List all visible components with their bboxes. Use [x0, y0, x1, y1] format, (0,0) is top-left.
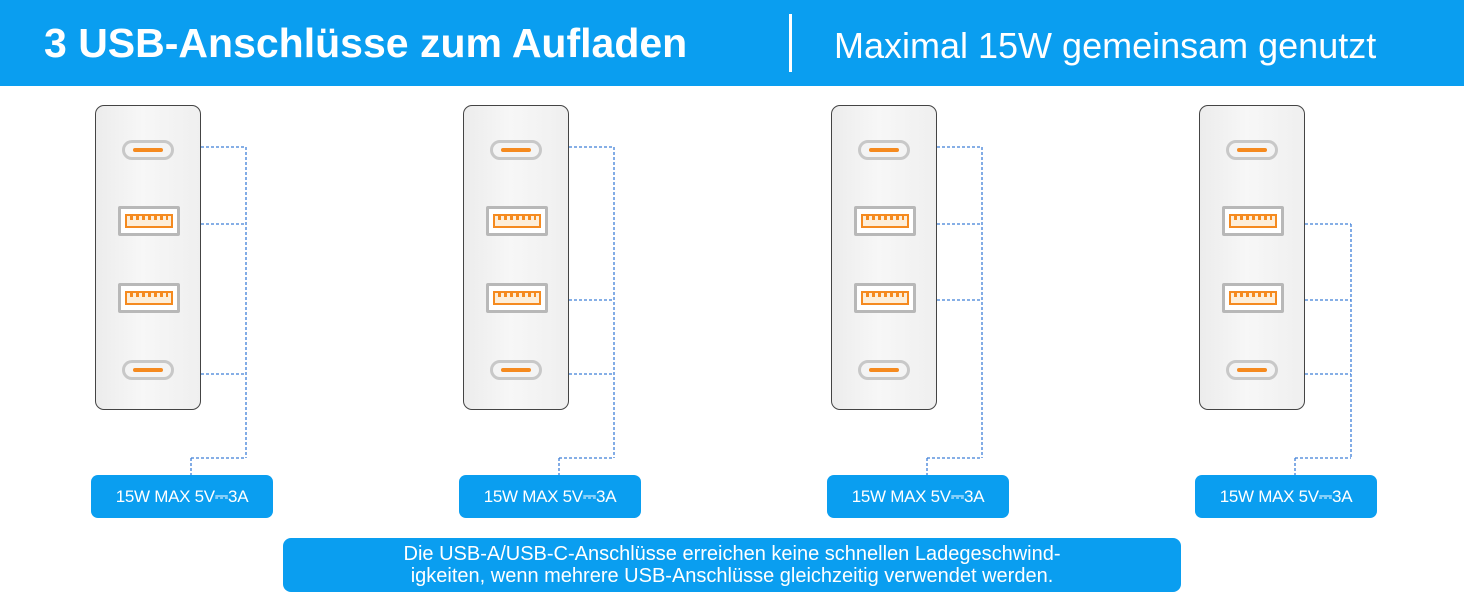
- power-badge-2: 15W MAX 5V⎓3A: [459, 475, 641, 518]
- usb-c-port-icon: [1226, 140, 1278, 160]
- usb-c-port-icon: [858, 360, 910, 380]
- charger-device-1: [95, 105, 201, 410]
- power-badge-4: 15W MAX 5V⎓3A: [1195, 475, 1377, 518]
- usb-a-port-icon: [486, 206, 548, 236]
- usb-a-port-icon: [486, 283, 548, 313]
- header-divider: [789, 14, 792, 72]
- note-line-2: igkeiten, wenn mehrere USB-Anschlüsse gl…: [410, 565, 1054, 587]
- usb-c-port-icon: [122, 360, 174, 380]
- warning-note: Die USB-A/USB-C-Anschlüsse erreichen kei…: [283, 538, 1181, 592]
- note-line-1: Die USB-A/USB-C-Anschlüsse erreichen kei…: [403, 543, 1061, 565]
- usb-c-port-icon: [490, 140, 542, 160]
- usb-c-port-icon: [490, 360, 542, 380]
- charger-device-4: [1199, 105, 1305, 410]
- power-badge-1: 15W MAX 5V⎓3A: [91, 475, 273, 518]
- usb-a-port-icon: [1222, 283, 1284, 313]
- usb-a-port-icon: [854, 283, 916, 313]
- usb-a-port-icon: [118, 283, 180, 313]
- page-subtitle: Maximal 15W gemeinsam genutzt: [834, 25, 1377, 66]
- usb-a-port-icon: [1222, 206, 1284, 236]
- usb-a-port-icon: [854, 206, 916, 236]
- usb-c-port-icon: [858, 140, 910, 160]
- power-badge-3: 15W MAX 5V⎓3A: [827, 475, 1009, 518]
- charger-device-3: [831, 105, 937, 410]
- page-title: 3 USB-Anschlüsse zum Aufladen: [44, 20, 688, 66]
- usb-a-port-icon: [118, 206, 180, 236]
- usb-c-port-icon: [122, 140, 174, 160]
- usb-c-port-icon: [1226, 360, 1278, 380]
- charger-device-2: [463, 105, 569, 410]
- header-banner: 3 USB-Anschlüsse zum Aufladen Maximal 15…: [0, 0, 1464, 86]
